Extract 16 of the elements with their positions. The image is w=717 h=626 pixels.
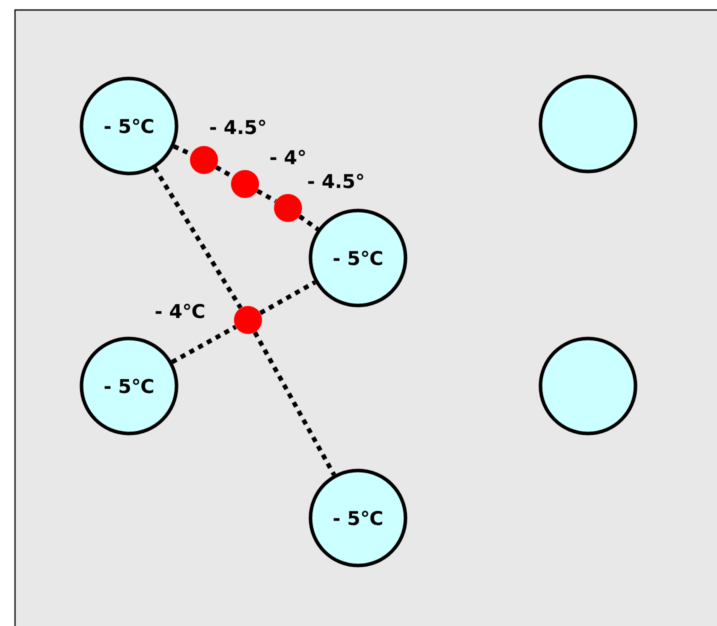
temperature-label: - 4° — [270, 150, 305, 164]
temperature-label: - 4.5° — [308, 174, 364, 188]
dotted-line — [259, 280, 316, 315]
dotted-line — [170, 324, 237, 364]
measurement-dot — [274, 194, 302, 222]
temperature-label: - 4.5° — [210, 120, 266, 134]
empty-circle — [538, 336, 638, 436]
measurement-dot — [190, 146, 218, 174]
dotted-line — [252, 331, 336, 476]
dotted-line — [256, 188, 277, 204]
dotted-line — [298, 214, 320, 232]
temperature-label: - 4℃ — [156, 304, 204, 318]
measurement-dot — [231, 170, 259, 198]
dotted-line — [152, 166, 242, 310]
empty-circle — [538, 74, 638, 174]
measurement-dot — [234, 306, 262, 334]
